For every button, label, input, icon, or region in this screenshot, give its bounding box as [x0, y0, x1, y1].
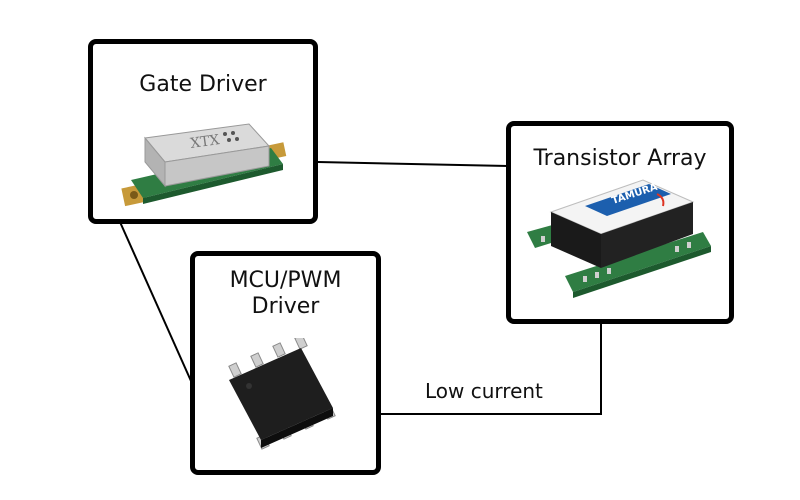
connector-gate-to-mcu — [119, 221, 192, 382]
mcu-pwm-title-line1: MCU/PWM — [229, 268, 342, 293]
gate-driver-module-image: XTX — [121, 123, 287, 207]
gate-driver-title: Gate Driver — [139, 72, 267, 97]
mcu-pwm-driver-block[interactable]: MCU/PWM Driver — [190, 251, 381, 475]
svg-text:XTX: XTX — [189, 132, 220, 152]
connector-gate-to-transistor — [317, 161, 509, 167]
transistor-array-title: Transistor Array — [533, 146, 707, 171]
transistor-array-module-image: TAMURA — [527, 179, 711, 298]
connection-label-low-current: Low current — [425, 379, 543, 403]
transistor-array-block[interactable]: Transistor Array TAMURA — [506, 121, 734, 324]
gate-driver-block[interactable]: Gate Driver XTX — [88, 39, 318, 224]
mcu-pwm-title-line2: Driver — [251, 294, 320, 319]
connector-mcu-to-transistor — [380, 322, 602, 415]
soic8-chip-image — [228, 338, 336, 450]
mcu-pwm-driver-title: MCU/PWM Driver — [195, 268, 376, 320]
